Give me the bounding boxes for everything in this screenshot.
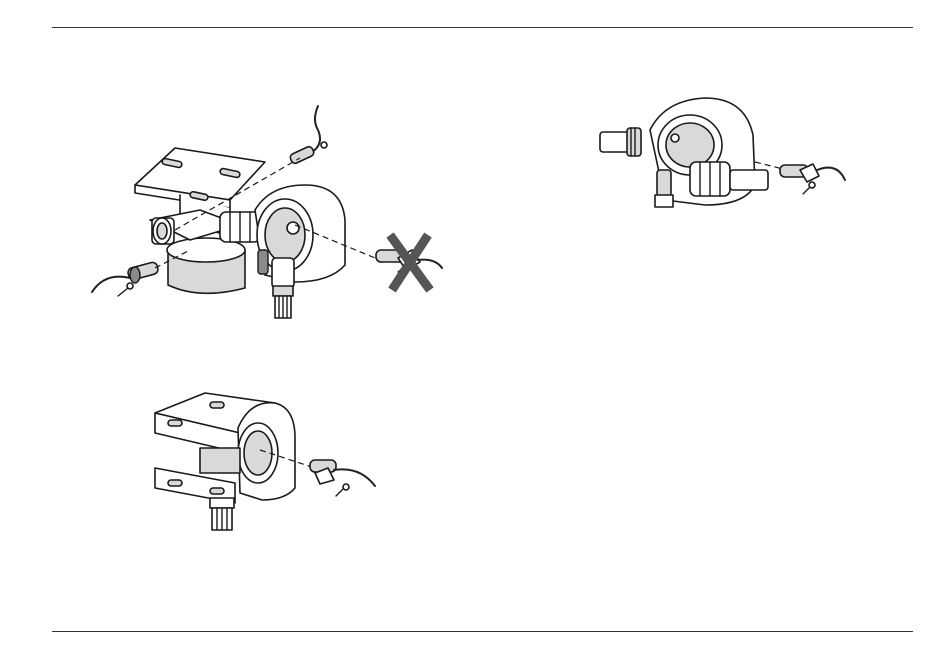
- inlet-pipe: [600, 128, 641, 156]
- top-rule: [52, 27, 913, 28]
- motor-housing: [255, 185, 345, 318]
- valve-sensor-illustration: [595, 90, 855, 215]
- exploded-valve-illustration: [80, 100, 450, 325]
- figure-valve-sensor-front: [595, 90, 855, 215]
- left-sensor-probe: [92, 261, 159, 296]
- figure-exploded-valve-bracket: [80, 100, 450, 325]
- bracket-valve-illustration: [150, 388, 390, 538]
- bottom-rule: [52, 631, 913, 632]
- sensor-probe-icon: [289, 106, 327, 165]
- valve-body: [150, 210, 260, 293]
- figure-valve-on-bracket: [150, 388, 390, 538]
